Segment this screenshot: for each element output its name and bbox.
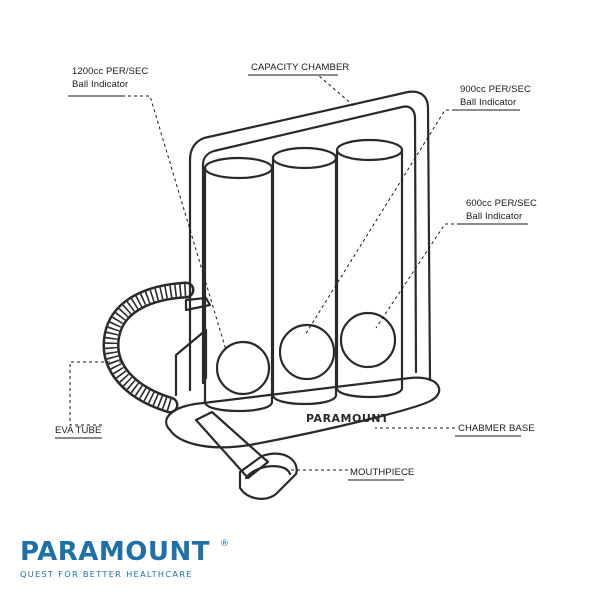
brand-logo: PARAMOUNT ® QUEST FOR BETTER HEALTHCARE xyxy=(20,537,250,587)
leader-1200 xyxy=(122,95,227,351)
cylinder-left-shape xyxy=(203,156,274,413)
bracket-shape xyxy=(174,328,208,397)
cylinder-right-shape xyxy=(335,138,404,399)
label-eva-tube: EVA TUBE xyxy=(55,425,102,436)
label-mouthpiece: MOUTHPIECE xyxy=(350,467,415,478)
chamber-base-shape xyxy=(165,376,441,449)
brand-tagline: QUEST FOR BETTER HEALTHCARE xyxy=(20,569,193,579)
label-600-line1: 600cc PER/SEC xyxy=(466,198,537,209)
label-capacity-chamber: CAPACITY CHAMBER xyxy=(251,62,350,73)
frame-shape xyxy=(188,90,432,392)
label-900-line2: Ball Indicator xyxy=(460,97,517,108)
label-chamber-base: CHABMER BASE xyxy=(458,423,535,434)
eva-tube-shape xyxy=(102,281,195,414)
connector-shape xyxy=(184,296,212,312)
label-900-line1: 900cc PER/SEC xyxy=(460,84,531,95)
ball-1200 xyxy=(215,340,271,396)
leader-900 xyxy=(304,109,455,336)
leader-eva xyxy=(69,361,125,426)
brand-name: PARAMOUNT xyxy=(20,537,211,567)
label-1200-line2: Ball Indicator xyxy=(72,79,129,90)
leader-lines xyxy=(69,74,460,471)
leader-600 xyxy=(375,223,460,329)
label-1200-line1: 1200cc PER/SEC xyxy=(72,66,149,77)
label-underlines xyxy=(55,74,528,481)
leader-capacity xyxy=(248,74,355,107)
ball-900 xyxy=(278,323,336,381)
label-600-line2: Ball Indicator xyxy=(466,211,523,222)
brand-registered-mark: ® xyxy=(220,539,229,549)
ball-600 xyxy=(339,311,397,369)
mouthpiece-shape xyxy=(194,410,298,500)
device-base-brand: PARAMOUNT xyxy=(306,412,389,425)
